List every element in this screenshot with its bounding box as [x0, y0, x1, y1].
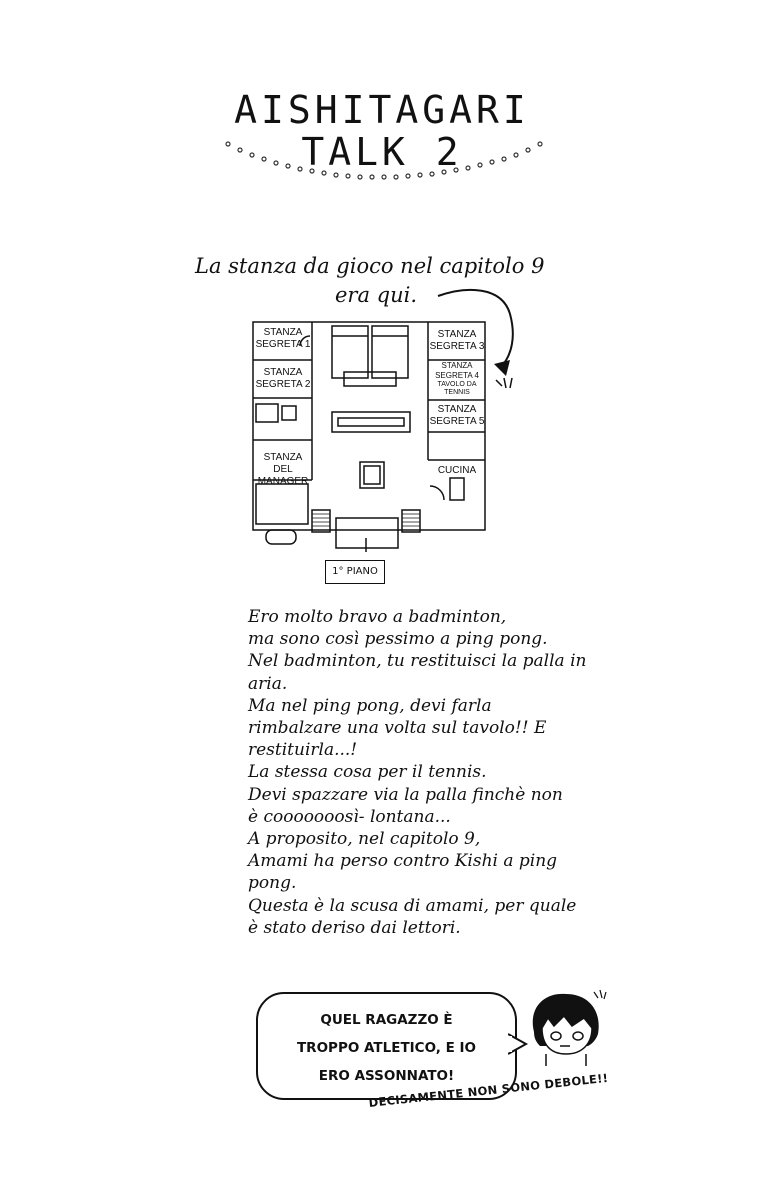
- body-line: ma sono così pessimo a ping pong.: [248, 629, 548, 650]
- title-line-2: TALK 2: [301, 130, 463, 174]
- dotted-arc-decoration: [225, 141, 543, 180]
- bubble-line-3: ERO ASSONNATO!: [318, 1068, 455, 1084]
- pointer-arrow: [437, 288, 514, 389]
- body-line: A proposito, nel capitolo 9,: [248, 829, 481, 850]
- body-line: aria.: [248, 673, 288, 694]
- body-line: Amami ha perso contro Kishi a ping: [248, 851, 558, 872]
- body-line: restituirla...!: [248, 740, 358, 761]
- body-line: Devi spazzare via la palla finchè non: [248, 784, 563, 805]
- body-line: La stessa cosa per il tennis.: [248, 762, 487, 783]
- speech-bubble-text: QUEL RAGAZZO È TROPPO ATLETICO, E IO ERO…: [258, 1006, 515, 1090]
- speech-bubble-tail: [508, 1033, 529, 1055]
- caption-line-2: era qui.: [335, 283, 418, 307]
- body-line: Questa è la scusa di amami, per quale: [248, 895, 577, 916]
- body-line: Ma nel ping pong, devi farla: [248, 695, 492, 716]
- floor-label: 1° PIANO: [325, 560, 385, 584]
- bubble-line-2: TROPPO ATLETICO, E IO: [296, 1040, 477, 1056]
- body-line: rimbalzare una volta sul tavolo!! E: [248, 718, 547, 739]
- floor-plan-drawing: [252, 321, 486, 552]
- body-line: è stato deriso dai lettori.: [248, 917, 461, 938]
- body-line: Nel badminton, tu restituisci la palla i…: [248, 651, 587, 672]
- body-line: è cooooooosì- lontana...: [248, 806, 451, 827]
- title-line-1: AISHITAGARI: [234, 88, 530, 132]
- speech-bubble: QUEL RAGAZZO È TROPPO ATLETICO, E IO ERO…: [256, 992, 517, 1100]
- chibi-character-icon: [532, 989, 607, 1066]
- body-text: Ero molto bravo a badminton, ma sono cos…: [248, 606, 628, 939]
- caption-line-1: La stanza da gioco nel capitolo 9: [195, 254, 545, 278]
- body-line: Ero molto bravo a badminton,: [248, 607, 507, 627]
- bubble-line-1: QUEL RAGAZZO È: [320, 1012, 453, 1028]
- room-label-kitchen: CUCINA: [437, 465, 477, 476]
- body-line: pong.: [248, 873, 297, 894]
